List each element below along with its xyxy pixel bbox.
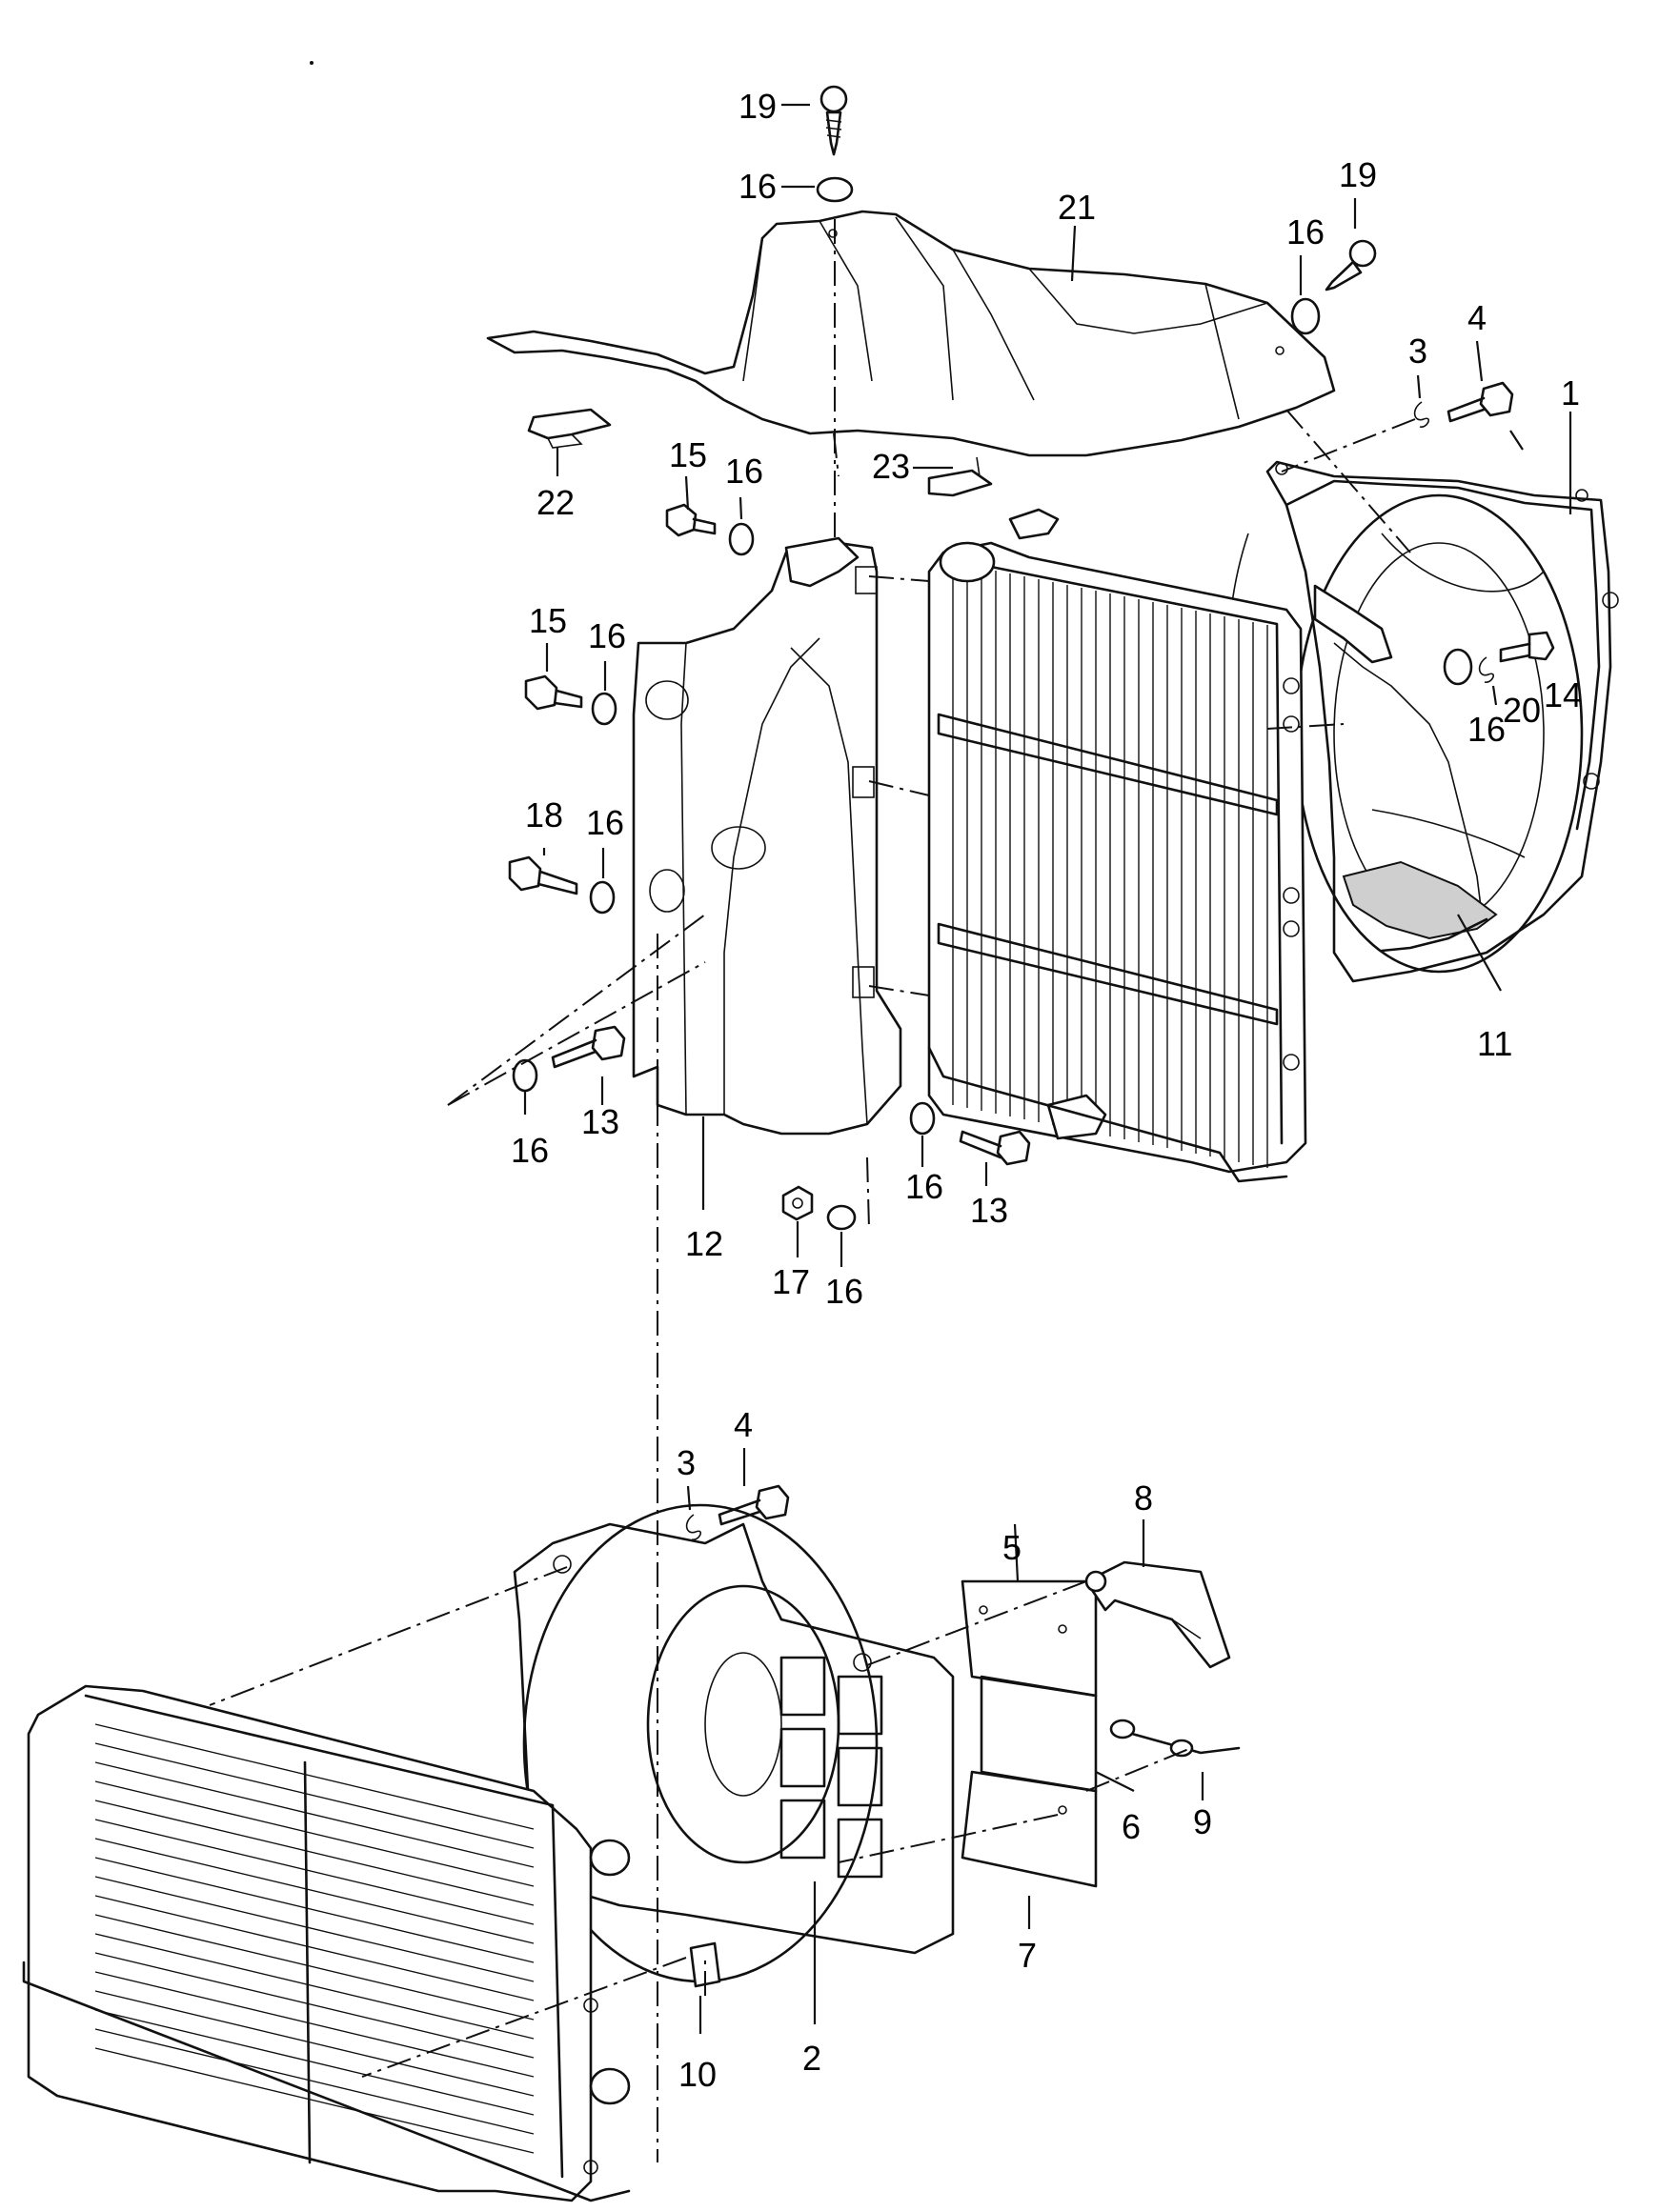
callout-23: 23 (872, 447, 910, 486)
hex-bolts (508, 381, 1555, 1526)
callout-4: 4 (734, 1405, 753, 1444)
callout-16: 16 (1286, 212, 1325, 251)
callout-18: 18 (525, 795, 563, 835)
callout-16: 16 (905, 1167, 943, 1206)
callout-22: 22 (536, 483, 575, 522)
air-duct-plates (961, 1579, 1098, 1888)
alignment-lines (209, 219, 1416, 2162)
callout-11: 11 (1477, 1024, 1512, 1063)
callout-16: 16 (738, 167, 777, 206)
callout-14: 14 (1544, 675, 1582, 714)
callout-15: 15 (529, 601, 567, 640)
callout-2: 2 (802, 2039, 821, 2078)
seal-strip (1313, 584, 1498, 953)
callout-7: 7 (1018, 1936, 1037, 1975)
callout-13: 13 (581, 1102, 619, 1141)
callout-16: 16 (725, 452, 763, 491)
clip-23 (927, 456, 993, 497)
self-tapping-screw-19-top (819, 85, 848, 156)
callout-16: 16 (511, 1131, 549, 1170)
spring-clips (685, 401, 1495, 1540)
callout-13: 13 (970, 1191, 1008, 1230)
clip-22 (527, 408, 612, 449)
callout-20: 20 (1503, 691, 1541, 730)
callout-10: 10 (678, 2055, 717, 2094)
callout-6: 6 (1122, 1807, 1141, 1846)
upper-cover (486, 210, 1336, 457)
clip-10 (689, 1941, 721, 1988)
callout-8: 8 (1134, 1478, 1153, 1518)
callout-16: 16 (588, 616, 626, 655)
side-air-guide (632, 536, 902, 1136)
washers-16 (512, 176, 1473, 1231)
fan-shroud-upper (1227, 460, 1619, 983)
callout-19: 19 (738, 87, 777, 126)
callout-19: 19 (1339, 155, 1377, 194)
callout-12: 12 (685, 1224, 723, 1263)
self-tapping-screw-19-right (1325, 239, 1377, 292)
callout-9: 9 (1193, 1802, 1212, 1841)
callout-3: 3 (677, 1443, 696, 1482)
callout-4: 4 (1467, 298, 1487, 337)
callout-17: 17 (772, 1262, 810, 1301)
hex-nut-17 (781, 1185, 814, 1221)
callout-16: 16 (825, 1272, 863, 1311)
radiator-upper (927, 508, 1307, 1183)
callout-5: 5 (1002, 1528, 1022, 1567)
callout-3: 3 (1408, 332, 1427, 371)
callout-16: 16 (1467, 710, 1506, 749)
retaining-pin-9 (1109, 1719, 1241, 1758)
radiator-lower (22, 1684, 631, 2202)
callout-15: 15 (669, 435, 707, 474)
callout-21: 21 (1058, 188, 1096, 227)
leader-lines (523, 103, 1572, 2034)
callout-1: 1 (1561, 373, 1580, 412)
bracket-8 (1084, 1560, 1231, 1669)
callout-labels: 19 16 21 19 16 3 4 1 22 15 16 23 15 16 1… (511, 87, 1582, 2094)
callout-16: 16 (586, 803, 624, 842)
